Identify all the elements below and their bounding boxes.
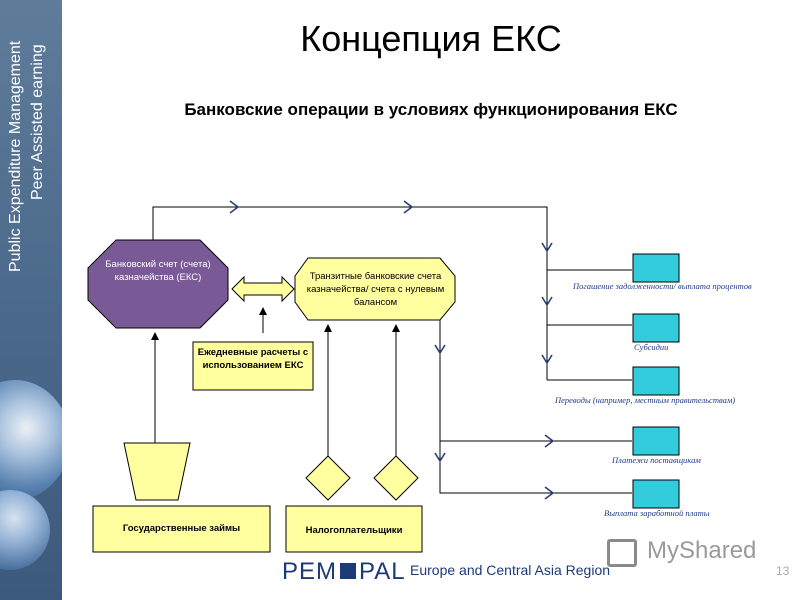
double-arrow xyxy=(231,275,295,303)
outflow-label-4: Платежи поставщикам xyxy=(612,455,701,465)
bank-account-label: Банковский счет (счета) казначейства (ЕК… xyxy=(105,259,211,283)
transit-accounts-shape xyxy=(294,257,456,321)
sidebar-line-2: Peer Assisted earning xyxy=(29,44,46,200)
slide-title: Концепция ЕКС xyxy=(300,18,562,59)
outflow-box-1 xyxy=(632,253,680,283)
sidebar-banner: Public Expenditure Management Peer Assis… xyxy=(0,0,62,600)
outflow-label-3: Переводы (например, местным правительств… xyxy=(555,395,736,405)
taxpayers-box xyxy=(285,505,423,553)
flow-chevrons xyxy=(229,200,555,500)
sidebar-vertical-text: Public Expenditure Management Peer Assis… xyxy=(2,0,60,280)
pempal-square-icon xyxy=(340,562,357,579)
daily-settlements-box xyxy=(192,341,314,391)
state-loans-label: Государственные займы xyxy=(122,523,241,534)
myshared-text: MyShared xyxy=(647,537,757,564)
outflow-box-2 xyxy=(632,313,680,343)
outflow-box-3 xyxy=(632,366,680,396)
top-connector xyxy=(152,206,548,380)
taxpayers-label: Налогоплательщики xyxy=(305,525,403,536)
outflow-box-5 xyxy=(632,479,680,509)
outflow-label-1: Погашение задолженности/ выплата процент… xyxy=(573,281,752,291)
region-text: Europe and Central Asia Region xyxy=(410,562,611,578)
taxpayer-diamond-2 xyxy=(373,455,419,501)
transit-connector xyxy=(439,300,632,494)
presentation-icon xyxy=(607,539,637,567)
slide-subtitle: Банковские операции в условиях функциони… xyxy=(184,100,678,119)
bank-account-octagon xyxy=(87,239,229,329)
loans-trapezoid xyxy=(123,442,191,501)
outflow-label-5: Выплата заработной платы xyxy=(604,508,710,518)
transit-accounts-label: Транзитные банковские счета казначейства… xyxy=(306,271,445,308)
pem-text: PEM xyxy=(282,558,338,585)
taxpayer-diamond-1 xyxy=(305,455,351,501)
globe-image xyxy=(0,380,62,500)
myshared-watermark: MyShared xyxy=(607,537,767,569)
pempal-logo: PEM PAL xyxy=(282,558,406,586)
page-number: 13 xyxy=(776,564,790,578)
sidebar-line-1: Public Expenditure Management xyxy=(7,40,24,272)
outflow-box-4 xyxy=(632,426,680,456)
state-loans-box xyxy=(92,505,271,553)
daily-settlements-label: Ежедневные расчеты с использованием ЕКС xyxy=(197,347,309,371)
outflow-label-2: Субсидии xyxy=(634,342,669,352)
pal-text: PAL xyxy=(359,558,406,585)
